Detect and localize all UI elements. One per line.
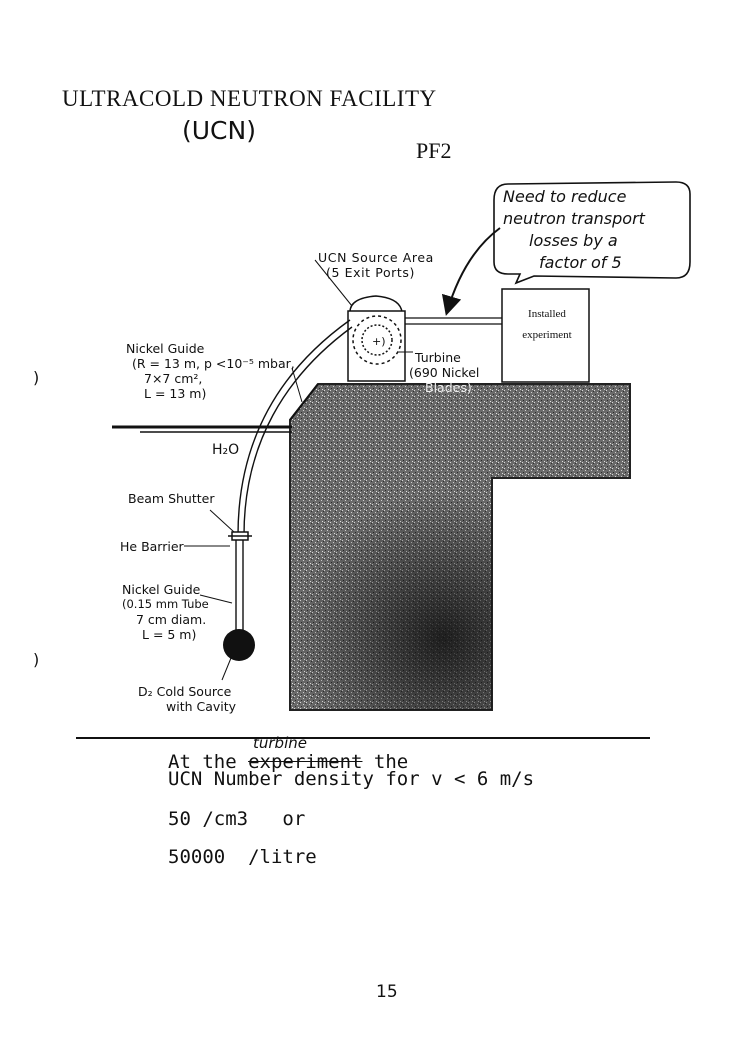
density-line1-prefix: At the: [168, 751, 249, 773]
nickel-guide-upper-line4: L = 13 m): [144, 386, 207, 401]
nickel-guide-lower-line2: (0.15 mm Tube: [122, 597, 209, 611]
turbine-label: Turbine (690 Nickel Blades): [409, 350, 479, 395]
note-line3: losses by a: [529, 231, 618, 250]
note-line2: neutron transport: [503, 209, 645, 228]
source-area-line2: (5 Exit Ports): [326, 265, 416, 280]
note-text: Need to reduce neutron transport losses …: [503, 186, 645, 274]
water-surface: [112, 425, 292, 433]
page-title: ULTRACOLD NEUTRON FACILITY: [62, 86, 437, 111]
nickel-guide-lower-line3: 7 cm diam.: [136, 612, 207, 627]
separator-line: [76, 737, 650, 739]
turbine-housing: +): [347, 295, 406, 382]
nickel-guide-lower-line4: L = 5 m): [142, 627, 197, 642]
cold-source-sphere: [223, 629, 255, 661]
note-line4: factor of 5: [539, 253, 622, 272]
nickel-guide-upper-line2: (R = 13 m, p <10⁻⁵ mbar,: [132, 356, 295, 371]
turbine-line1: Turbine: [415, 350, 461, 365]
cold-source-label: D₂ Cold Source with Cavity: [138, 684, 236, 714]
handwritten-correction: turbine: [253, 734, 307, 752]
installed-line2: experiment: [522, 329, 572, 341]
nickel-guide-upper-label: Nickel Guide (R = 13 m, p <10⁻⁵ mbar, 7×…: [126, 341, 295, 401]
density-value-litre: 50000 /litre: [168, 846, 317, 868]
density-line1-suffix: the: [362, 751, 409, 773]
nickel-guide-upper-line1: Nickel Guide: [126, 341, 205, 356]
page-number: 15: [376, 982, 398, 1002]
nickel-guide-lower-line1: Nickel Guide: [122, 582, 201, 597]
cold-source-line2: with Cavity: [166, 699, 237, 714]
beam-shutter-label: Beam Shutter: [128, 491, 215, 506]
installed-line1: Installed: [528, 308, 566, 320]
note-arrow: [441, 227, 501, 316]
density-line1: At the experiment the: [168, 751, 408, 773]
note-line1: Need to reduce: [503, 187, 627, 206]
installed-experiment-box: [501, 288, 590, 383]
water-label: H₂O: [212, 442, 240, 458]
struck-word: experiment: [248, 751, 363, 773]
concrete-block: [289, 383, 631, 711]
turbine-line3: Blades): [425, 380, 472, 395]
source-area-label: UCN Source Area (5 Exit Ports): [318, 250, 434, 280]
transfer-guide: [405, 317, 502, 325]
density-line2: UCN Number density for v < 6 m/s: [168, 768, 535, 790]
edge-mark-lower: ): [33, 650, 40, 669]
svg-text:+): +): [372, 335, 386, 348]
note-bubble: [493, 181, 691, 285]
edge-mark-upper: ): [33, 368, 40, 387]
installed-experiment-label: Installed experiment: [506, 304, 588, 346]
density-value-cm3: 50 /cm3 or: [168, 808, 306, 830]
nickel-guide-vertical: [228, 531, 252, 630]
source-area-line1: UCN Source Area: [318, 250, 434, 265]
turbine-line2: (690 Nickel: [409, 365, 480, 380]
label-pointers: [184, 259, 413, 681]
nickel-guide-lower-label: Nickel Guide (0.15 mm Tube 7 cm diam. L …: [122, 582, 209, 642]
he-barrier-label: He Barrier: [120, 539, 184, 554]
nickel-guide-curved: [237, 319, 353, 536]
page-subtitle: (UCN): [182, 116, 256, 145]
nickel-guide-upper-line3: 7×7 cm²,: [144, 371, 203, 386]
facility-code: PF2: [416, 138, 452, 163]
cold-source-line1: D₂ Cold Source: [138, 684, 232, 699]
